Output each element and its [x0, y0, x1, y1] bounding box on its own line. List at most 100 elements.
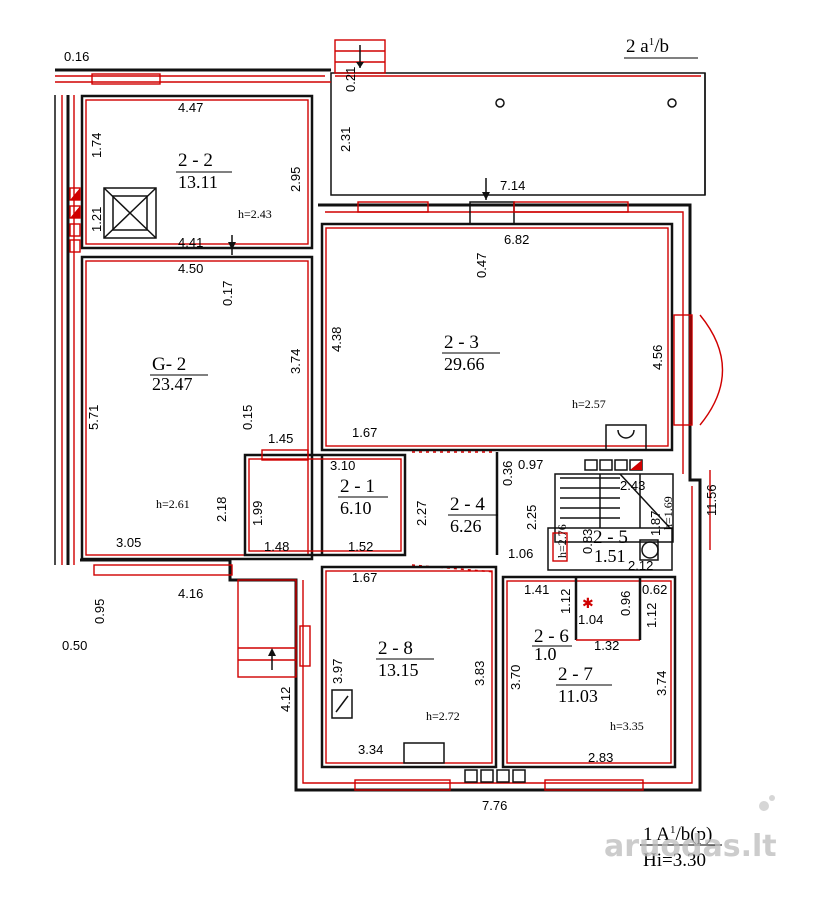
room-2-4-code: 2 - 4 — [450, 494, 485, 515]
room-2-6-code: 2 - 6 — [534, 626, 569, 647]
svg-text:2 a1/b: 2 a1/b — [626, 36, 669, 57]
svg-text:1.52: 1.52 — [348, 539, 373, 554]
room-2-2-code: 2 - 2 — [178, 150, 213, 171]
svg-text:aruodas.lt: aruodas.lt — [604, 829, 777, 864]
svg-text:1.67: 1.67 — [352, 425, 377, 440]
post-icon — [667, 98, 677, 108]
room-g-2-area: 23.47 — [152, 374, 193, 394]
side-steps — [237, 579, 297, 678]
room-2-8-height: h=2.72 — [426, 709, 460, 723]
svg-text:3.83: 3.83 — [472, 661, 487, 686]
svg-text:3.74: 3.74 — [654, 671, 669, 696]
svg-text:0.15: 0.15 — [240, 405, 255, 430]
svg-text:1.48: 1.48 — [264, 539, 289, 554]
stair-symbols — [584, 459, 643, 471]
toilet-icon — [641, 541, 659, 559]
svg-text:4.12: 4.12 — [278, 687, 293, 712]
ceiling-height: Hi=3.30 — [643, 850, 706, 871]
room-2-1-code: 2 - 1 — [340, 476, 375, 497]
room-2-7-height: h=3.35 — [610, 719, 644, 733]
svg-text:1 A1/b(p): 1 A1/b(p) — [643, 824, 712, 845]
svg-text:0.47: 0.47 — [474, 253, 489, 278]
room-height-2-76: h=2.76 — [555, 524, 569, 558]
room-g-2-outline — [80, 255, 314, 561]
svg-text:1.32: 1.32 — [594, 638, 619, 653]
svg-text:0.83: 0.83 — [580, 529, 595, 554]
svg-text:0.97: 0.97 — [518, 457, 543, 472]
svg-text:0.16: 0.16 — [64, 49, 89, 64]
room-2-5-height: h=1.69 — [661, 496, 675, 530]
svg-text:11.56: 11.56 — [704, 484, 719, 516]
svg-text:3.05: 3.05 — [116, 535, 141, 550]
svg-text:1.45: 1.45 — [268, 431, 293, 446]
terrace-outline — [330, 72, 706, 196]
appliance-box — [605, 424, 647, 451]
svg-text:1.12: 1.12 — [558, 589, 573, 614]
svg-text:0.21: 0.21 — [343, 67, 358, 92]
svg-text:3.70: 3.70 — [508, 665, 523, 690]
room-2-7-area: 11.03 — [558, 686, 598, 706]
svg-text:2.83: 2.83 — [588, 750, 613, 765]
bottom-windows — [354, 769, 644, 791]
svg-text:2.12: 2.12 — [628, 558, 653, 573]
dimension-labels: 0.16 4.47 7.14 4.41 6.82 4.50 1.45 1.67 … — [62, 49, 667, 813]
room-2-3-height: h=2.57 — [572, 397, 606, 411]
asterisk-icon: ✱ — [582, 596, 594, 612]
room-2-2-area: 13.11 — [178, 172, 218, 192]
room-2-3-outline — [320, 222, 674, 452]
svg-text:3.10: 3.10 — [330, 458, 355, 473]
svg-text:1.41: 1.41 — [524, 582, 549, 597]
room-2-6-area: 1.0 — [534, 644, 557, 664]
svg-text:0.17: 0.17 — [220, 281, 235, 306]
room-2-1-outline — [243, 453, 407, 557]
svg-text:1.99: 1.99 — [250, 501, 265, 526]
svg-text:4.47: 4.47 — [178, 100, 203, 115]
svg-text:7.14: 7.14 — [500, 178, 525, 193]
svg-text:0.36: 0.36 — [500, 461, 515, 486]
svg-text:5.71: 5.71 — [86, 405, 101, 430]
svg-text:4.41: 4.41 — [178, 235, 203, 250]
left-top-wall — [55, 68, 331, 83]
svg-text:6.82: 6.82 — [504, 232, 529, 247]
exterior-door — [673, 314, 724, 426]
svg-text:4.38: 4.38 — [329, 327, 344, 352]
room-2-5-code: 2 - 5 — [593, 527, 628, 548]
svg-text:1.06: 1.06 — [508, 546, 533, 561]
top-steps — [334, 39, 386, 74]
room-2-8-area: 13.15 — [378, 660, 419, 680]
svg-text:4.56: 4.56 — [650, 345, 665, 370]
room-g-2-code: G- 2 — [152, 354, 186, 375]
svg-text:4.50: 4.50 — [178, 261, 203, 276]
svg-text:2.27: 2.27 — [414, 501, 429, 526]
svg-text:3.97: 3.97 — [330, 659, 345, 684]
room-g-2-height: h=2.61 — [156, 497, 190, 511]
svg-text:1.21: 1.21 — [89, 207, 104, 232]
room-2-5-outline — [547, 527, 673, 571]
svg-text:1.12: 1.12 — [644, 603, 659, 628]
room-2-1-area: 6.10 — [340, 498, 372, 518]
room-2-3-area: 29.66 — [444, 354, 485, 374]
watermark-logo: aruodas.lt — [604, 795, 777, 864]
room-2-8-code: 2 - 8 — [378, 638, 413, 659]
chimney-box — [103, 187, 157, 239]
svg-text:2.25: 2.25 — [524, 505, 539, 530]
svg-text:3.74: 3.74 — [288, 349, 303, 374]
room-2-3-code: 2 - 3 — [444, 332, 479, 353]
svg-text:0.62: 0.62 — [642, 582, 667, 597]
svg-text:0.96: 0.96 — [618, 591, 633, 616]
svg-text:1.87: 1.87 — [648, 511, 663, 536]
svg-text:0.50: 0.50 — [62, 638, 87, 653]
svg-text:1.67: 1.67 — [352, 570, 377, 585]
stairs — [554, 473, 674, 543]
svg-text:2.95: 2.95 — [288, 167, 303, 192]
svg-text:4.16: 4.16 — [178, 586, 203, 601]
room-2-2-outline — [80, 94, 314, 250]
sink-box — [403, 742, 445, 764]
page-title: 2 a1/b — [624, 36, 698, 59]
room-2-7-code: 2 - 7 — [558, 664, 593, 685]
svg-text:3.34: 3.34 — [358, 742, 383, 757]
svg-text:0.95: 0.95 — [92, 599, 107, 624]
room-2-4-area: 6.26 — [450, 516, 482, 536]
svg-text:1.04: 1.04 — [578, 612, 603, 627]
